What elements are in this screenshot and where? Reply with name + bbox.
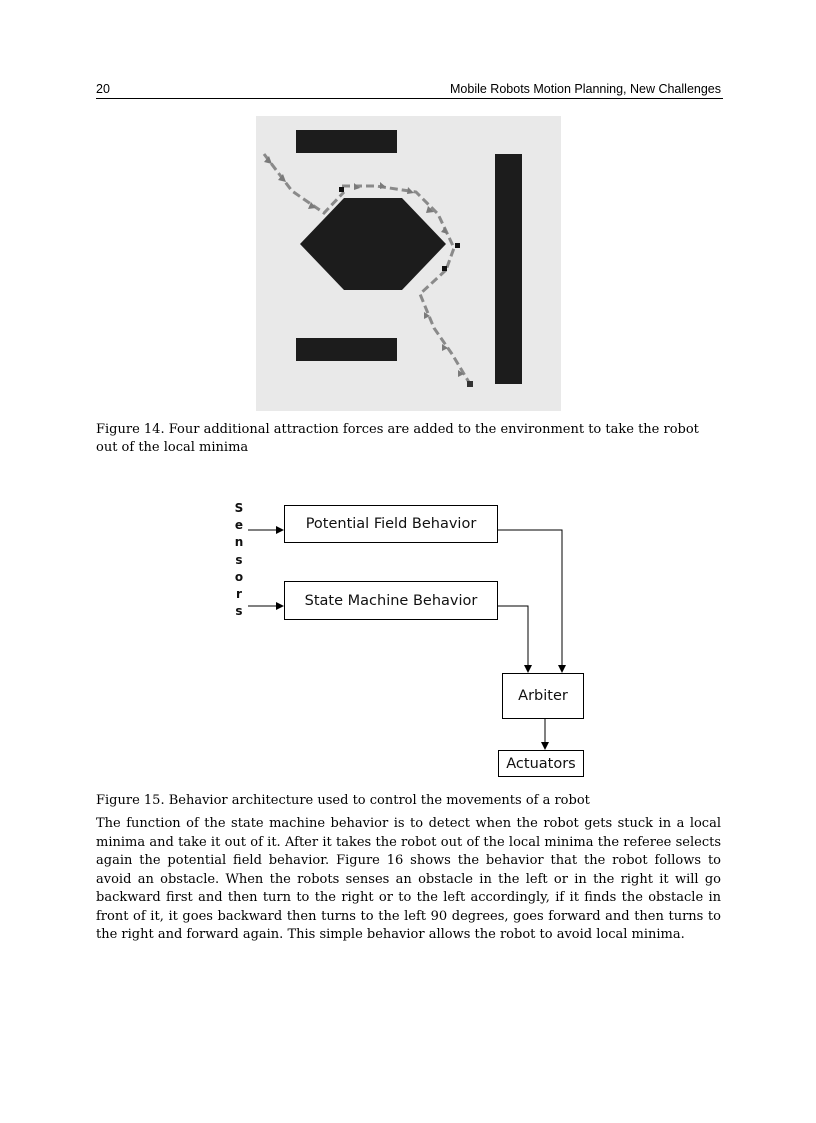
actuators-label: Actuators bbox=[506, 755, 576, 772]
sensors-letter: S bbox=[234, 501, 244, 515]
obstacle-right-wall bbox=[495, 154, 522, 384]
body-paragraph: The function of the state machine behavi… bbox=[96, 816, 721, 942]
obstacle-top-bar bbox=[296, 130, 397, 153]
obstacle-hexagon bbox=[300, 198, 446, 290]
sensors-letter: s bbox=[235, 552, 243, 567]
diagram-connectors bbox=[248, 526, 566, 750]
arbiter-box: Arbiter bbox=[502, 673, 584, 719]
actuators-box: Actuators bbox=[498, 750, 584, 777]
sensors-letter: o bbox=[234, 569, 244, 584]
figure-15-caption: Figure 15. Behavior architecture used to… bbox=[96, 793, 590, 808]
state-machine-behavior-label: State Machine Behavior bbox=[304, 592, 478, 609]
attraction-point bbox=[455, 243, 460, 248]
potential-field-behavior-box: Potential Field Behavior bbox=[284, 505, 498, 543]
robot-path bbox=[262, 153, 472, 385]
sensors-letter: s bbox=[235, 604, 243, 619]
figure-14-caption: Figure 14. Four additional attraction fo… bbox=[96, 422, 699, 455]
obstacle-bottom-bar bbox=[296, 338, 397, 361]
running-title: Mobile Robots Motion Planning, New Chall… bbox=[450, 82, 721, 96]
attraction-point bbox=[339, 187, 344, 192]
figure-14-image bbox=[256, 116, 561, 411]
potential-field-behavior-label: Potential Field Behavior bbox=[305, 516, 477, 532]
path-arrowheads bbox=[264, 156, 464, 377]
sensors-letter: n bbox=[234, 535, 244, 550]
sensors-letter: e bbox=[234, 518, 244, 533]
sensors-label: S e n s o r s bbox=[232, 500, 246, 620]
sensors-letter: r bbox=[236, 587, 242, 602]
page-header: 20 Mobile Robots Motion Planning, New Ch… bbox=[96, 80, 723, 99]
attraction-point bbox=[442, 266, 447, 271]
figure-15-diagram: S e n s o r s Potential Field Behavior S… bbox=[210, 490, 610, 785]
arbiter-label: Arbiter bbox=[518, 688, 568, 704]
goal-point bbox=[467, 381, 473, 387]
page-number: 20 bbox=[96, 82, 110, 96]
state-machine-behavior-box: State Machine Behavior bbox=[284, 581, 498, 620]
